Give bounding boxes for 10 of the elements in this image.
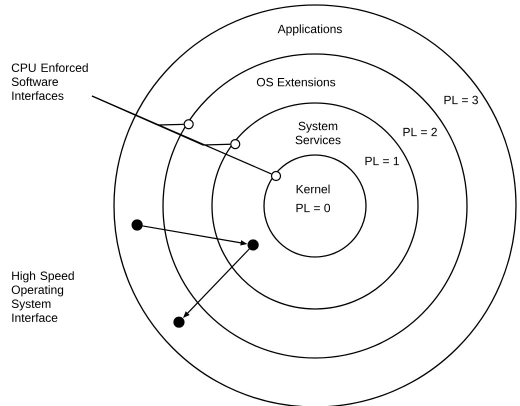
ring: Kernel PL = 0	[263, 154, 367, 258]
dot	[248, 239, 259, 251]
callout-text: CPU Enforced Software Interfaces	[12, 63, 88, 100]
gate-circle	[184, 119, 194, 130]
gate-circle	[270, 170, 282, 182]
dot	[132, 219, 143, 231]
leader-line	[92, 95, 272, 174]
caption-text: High Speed Operating System Interface	[12, 271, 74, 322]
dot	[173, 316, 185, 328]
gate-circle	[230, 139, 240, 150]
